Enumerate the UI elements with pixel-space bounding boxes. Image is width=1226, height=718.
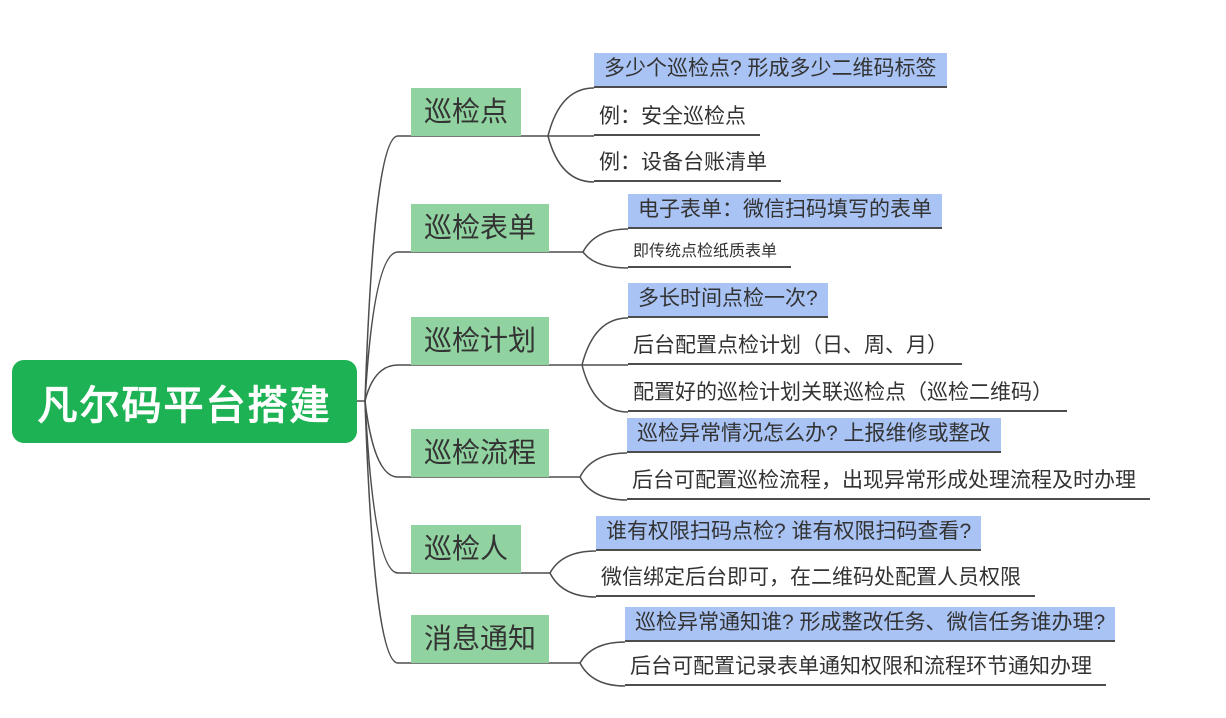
branch6-child1-curve [579,641,626,664]
leaf-node-3-3[interactable]: 配置好的巡检计划关联巡检点（巡检二维码） [628,377,1067,412]
branch-node-inspection-form[interactable]: 巡检表单 [411,204,550,252]
branch2-child2-curve [582,251,629,269]
leaf-node-2-2[interactable]: 即传统点检纸质表单 [628,238,792,268]
branch3-child1-curve [581,317,629,366]
leaf-node-2-1[interactable]: 电子表单：微信扫码填写的表单 [628,194,942,229]
root-branch6-curve [364,400,399,664]
branch6-child2-curve [579,662,626,687]
leaf-node-6-2[interactable]: 后台可配置记录表单通知权限和流程环节通知办理 [625,651,1106,686]
branch-node-inspection-plan[interactable]: 巡检计划 [411,317,550,365]
root-branch5-curve [364,400,399,574]
root-node[interactable]: 凡尔码平台搭建 [12,360,357,443]
leaf-node-1-2[interactable]: 例：安全巡检点 [594,101,760,136]
branch-node-inspector[interactable]: 巡检人 [411,525,522,573]
branch5-child2-curve [549,572,597,598]
leaf-node-1-3[interactable]: 例：设备台账清单 [594,147,781,182]
leaf-node-3-1[interactable]: 多长时间点检一次? [628,283,828,318]
root-branch4-curve [364,400,399,478]
leaf-node-3-2[interactable]: 后台配置点检计划（日、周、月） [628,330,962,365]
leaf-node-4-2[interactable]: 后台可配置巡检流程，出现异常形成处理流程及时办理 [627,465,1150,500]
leaf-node-4-1[interactable]: 巡检异常情况怎么办? 上报维修或整改 [627,418,1001,453]
branch1-child3-curve [547,135,595,183]
leaf-node-5-2[interactable]: 微信绑定后台即可，在二维码处配置人员权限 [596,562,1035,597]
branch-node-message-notify[interactable]: 消息通知 [411,615,550,663]
branch-node-inspection-flow[interactable]: 巡检流程 [411,429,550,477]
branch3-child3-curve [581,364,629,413]
branch4-child2-curve [579,476,628,501]
branch1-child1-curve [547,87,595,137]
branch-node-inspection-point[interactable]: 巡检点 [411,88,522,136]
leaf-node-5-1[interactable]: 谁有权限扫码点检? 谁有权限扫码查看? [596,516,982,551]
root-branch2-curve [364,251,399,402]
root-branch1-curve [364,135,399,402]
root-branch3-curve [364,364,399,402]
branch2-child1-curve [582,228,629,253]
branch5-child1-curve [549,550,597,574]
leaf-node-6-1[interactable]: 巡检异常通知谁? 形成整改任务、微信任务谁办理? [625,607,1116,642]
leaf-node-1-1[interactable]: 多少个巡检点? 形成多少二维码标签 [594,53,947,88]
branch4-child1-curve [579,452,628,478]
